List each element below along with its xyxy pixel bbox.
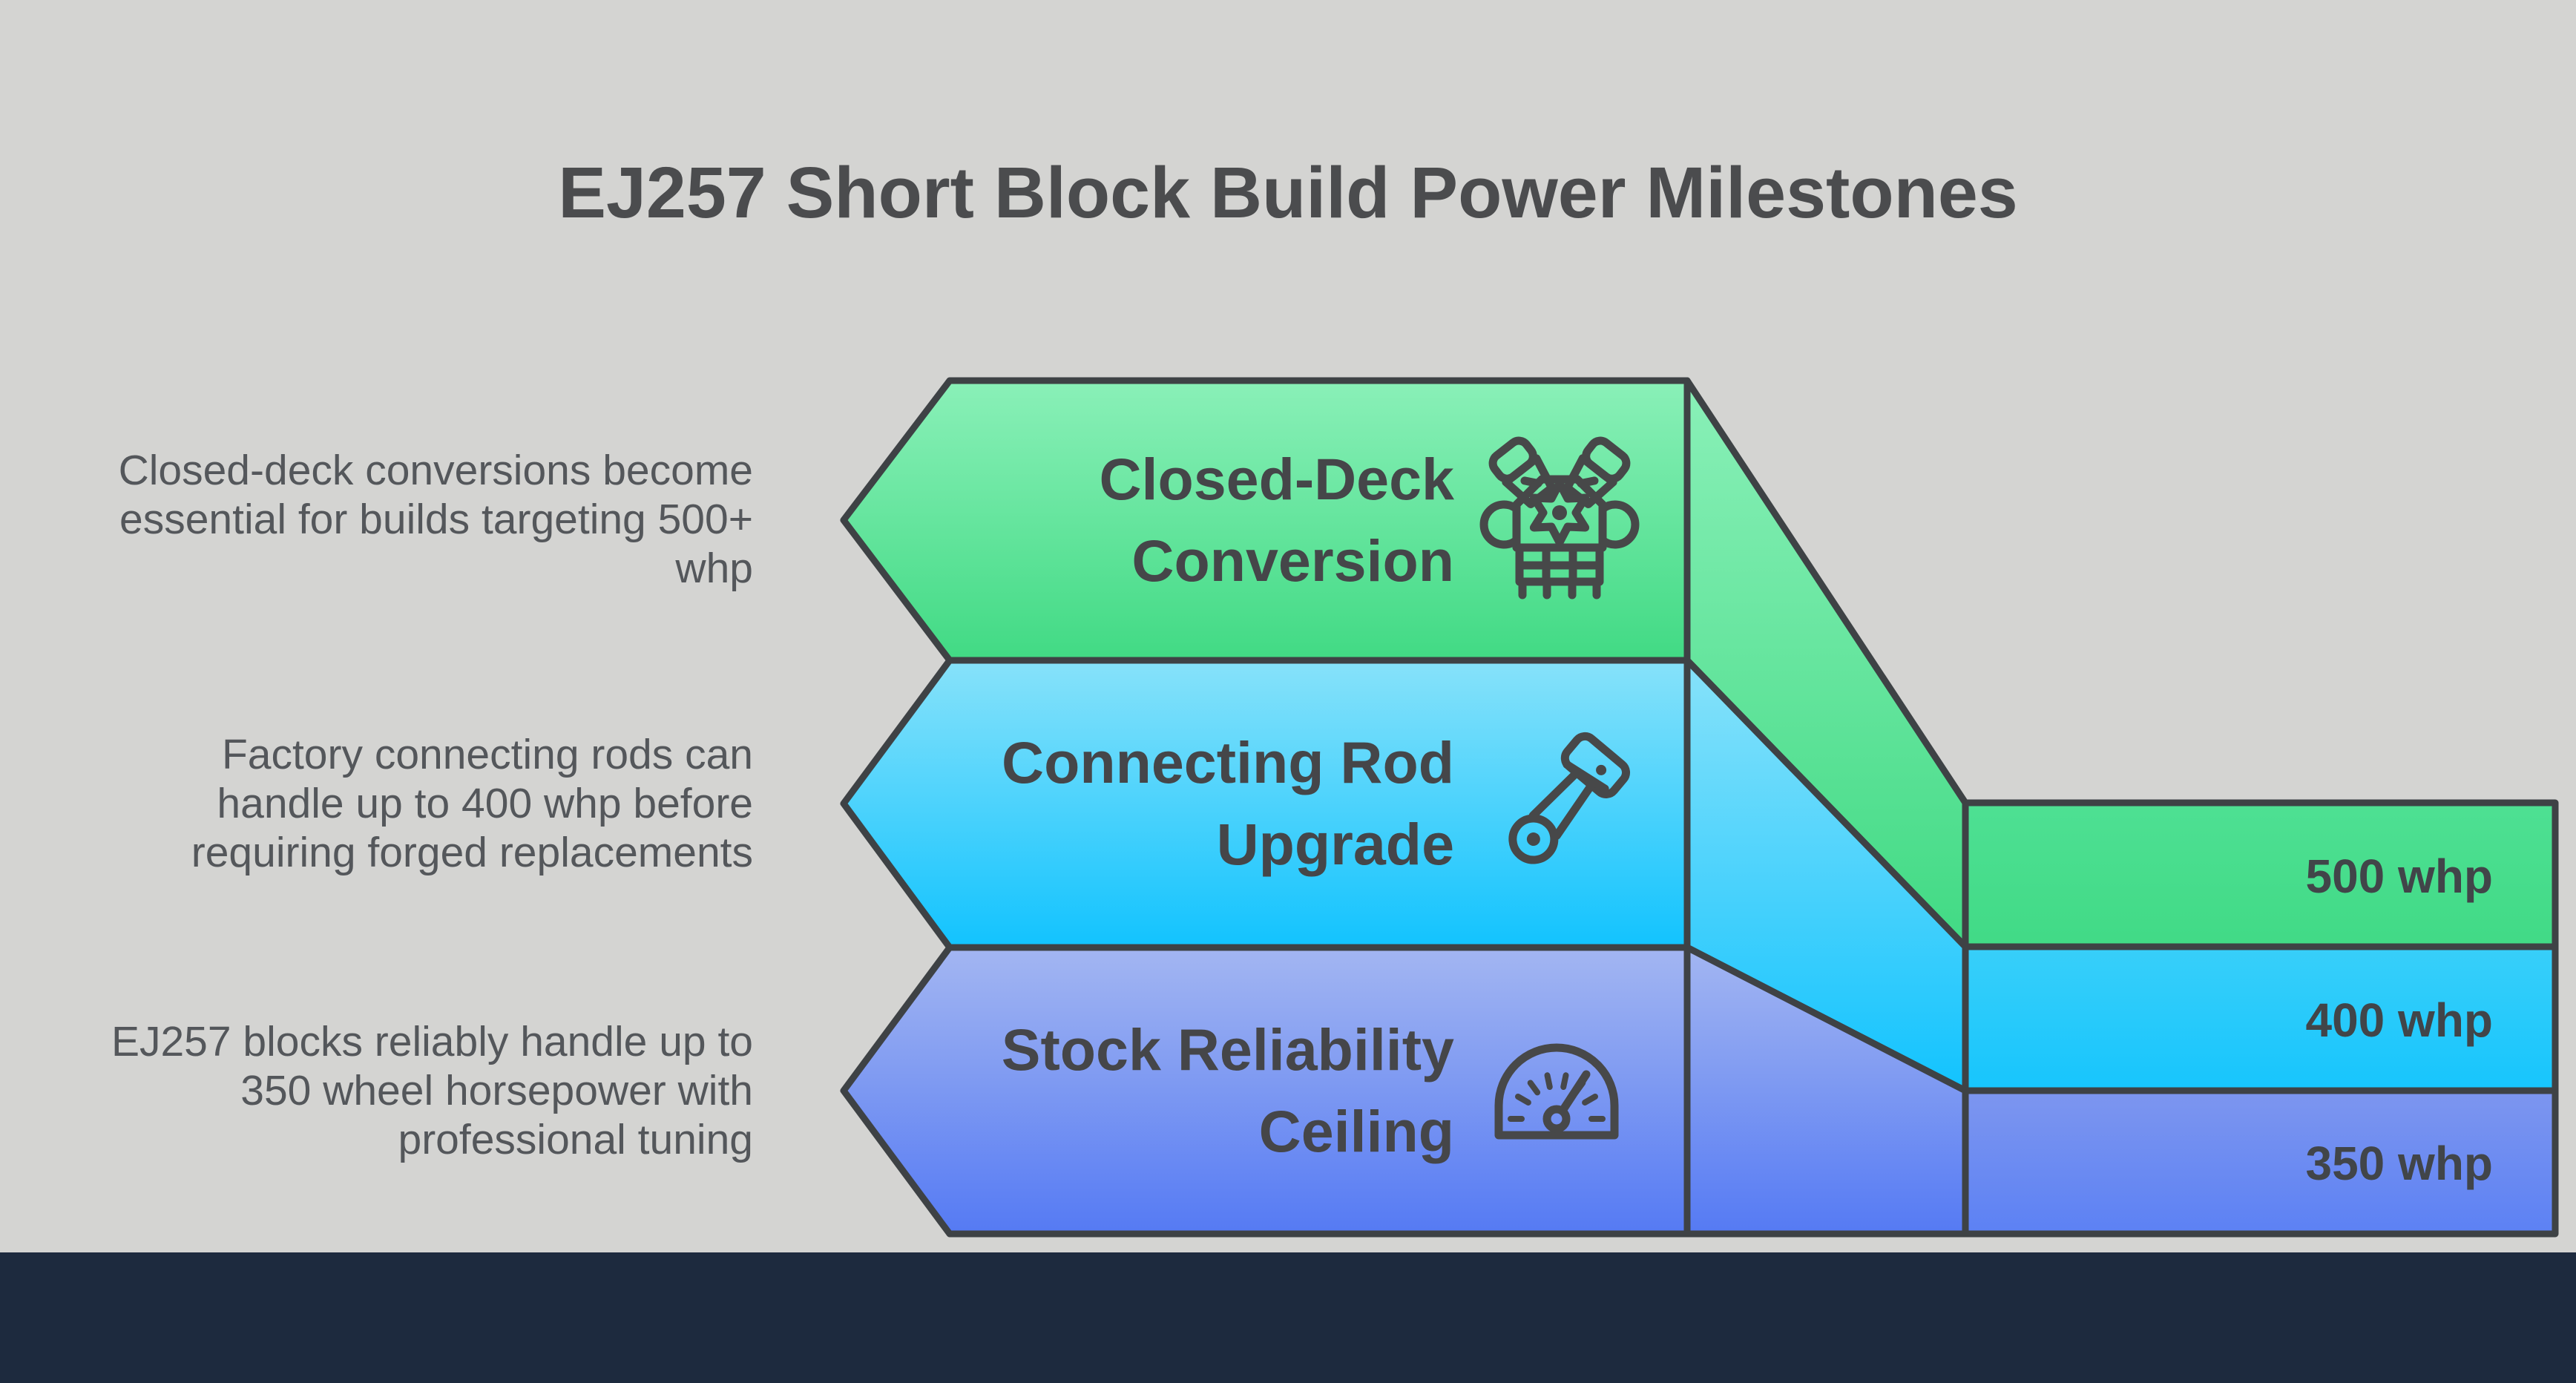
footer-band (0, 1252, 2576, 1383)
desc-line: professional tuning (398, 1116, 754, 1163)
desc-line: Closed-deck conversions become (118, 447, 753, 494)
label-line: Conversion (1131, 528, 1454, 594)
desc-line: requiring forged replacements (191, 829, 753, 876)
bar-label-400-whp: 400 whp (2305, 993, 2493, 1047)
banner-label-connecting-rod: Connecting Rod Upgrade (712, 722, 1454, 885)
bar-400-whp (1962, 943, 2559, 1094)
bar-label-500-whp: 500 whp (2305, 850, 2493, 903)
desc-line: EJ257 blocks reliably handle up to (111, 1018, 753, 1065)
piston-icon (1508, 732, 1631, 864)
banner-connecting-rod-upgrade (840, 657, 1691, 951)
milestone-3-description: EJ257 blocks reliably handle up to 350 w… (0, 1017, 753, 1164)
desc-line: 350 wheel horsepower with (240, 1067, 753, 1114)
desc-line: Factory connecting rods can (221, 731, 753, 778)
milestone-1-description: Closed-deck conversions become essential… (0, 446, 753, 593)
banner-label-stock-reliability: Stock Reliability Ceiling (712, 1009, 1454, 1172)
desc-line: handle up to 400 whp before (217, 780, 753, 827)
label-line: Connecting Rod (1002, 729, 1454, 795)
label-line: Upgrade (1216, 811, 1454, 877)
banner-stock-reliability-ceiling (840, 944, 1691, 1238)
bar-350-whp (1962, 1087, 2559, 1238)
label-line: Stock Reliability (1001, 1016, 1454, 1083)
bar-500-whp (1962, 799, 2559, 950)
milestone-2-description: Factory connecting rods can handle up to… (0, 730, 753, 877)
engine-icon (1479, 436, 1640, 599)
label-line: Closed-Deck (1099, 446, 1454, 512)
banner-closed-deck-conversion (840, 377, 1691, 664)
bar-label-350-whp: 350 whp (2305, 1137, 2493, 1190)
label-line: Ceiling (1258, 1098, 1454, 1164)
desc-line: whp (675, 545, 753, 592)
desc-line: essential for builds targeting 500+ (119, 496, 753, 543)
banner-label-closed-deck: Closed-Deck Conversion (712, 438, 1454, 602)
gauge-icon (1494, 1043, 1619, 1140)
page-title: EJ257 Short Block Build Power Milestones (558, 152, 2018, 233)
